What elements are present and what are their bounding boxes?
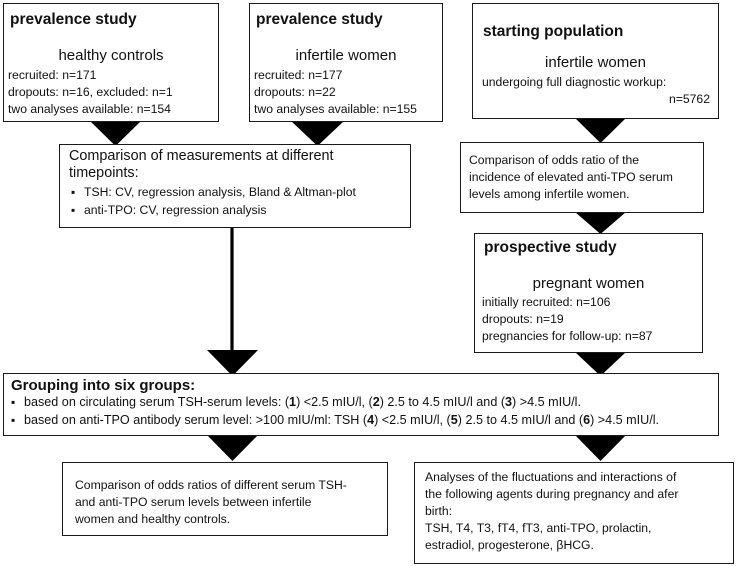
bottom-right-line-5: estradiol, progesterone, βHCG. bbox=[425, 538, 594, 552]
prospective-subtitle: pregnant women bbox=[532, 275, 645, 292]
box-prospective-study: prospective study pregnant women initial… bbox=[474, 233, 703, 353]
prospective-line-dropouts: dropouts: n=19 bbox=[482, 312, 564, 326]
box3-title: starting population bbox=[483, 23, 624, 40]
odds-line-2: incidence of elevated anti-TPO serum bbox=[469, 170, 673, 184]
group-1-number: 1 bbox=[289, 395, 297, 409]
prospective-line-followup: pregnancies for follow-up: n=87 bbox=[482, 329, 653, 343]
grouping-b2-t3: ) >4.5 mIU/l. bbox=[590, 413, 660, 427]
group-5-number: 5 bbox=[450, 413, 458, 427]
box-prevalence-healthy-controls: prevalence study healthy controls recrui… bbox=[3, 3, 219, 122]
box-odds-ratio-incidence: Comparison of odds ratio of the incidenc… bbox=[460, 142, 704, 213]
grouping-bullet-antitpo-levels: based on anti-TPO antibody serum level: … bbox=[11, 413, 660, 427]
bottom-left-line-1: Comparison of odds ratios of different s… bbox=[75, 478, 347, 492]
arrow-prospective-to-grouping bbox=[575, 352, 626, 376]
arrow-box2-to-comparison bbox=[291, 121, 344, 146]
bottom-right-line-4: TSH, T4, T3, fT4, fT3, anti-TPO, prolact… bbox=[425, 521, 652, 535]
box-analyses-fluctuations: Analyses of the fluctuations and interac… bbox=[414, 462, 734, 564]
box1-subtitle: healthy controls bbox=[58, 47, 164, 64]
arrow-grouping-to-bottom-right bbox=[575, 435, 626, 461]
grouping-b1-t3: ) >4.5 mIU/l. bbox=[512, 395, 581, 409]
box3-line-workup: undergoing full diagnostic workup: bbox=[482, 75, 667, 89]
group-2-number: 2 bbox=[372, 395, 380, 409]
box3-subtitle: infertile women bbox=[545, 54, 646, 71]
arrow-grouping-to-bottom-left bbox=[207, 435, 258, 461]
box-grouping-six-groups: Grouping into six groups: based on circu… bbox=[3, 373, 719, 436]
box2-line-recruited: recruited: n=177 bbox=[254, 68, 343, 82]
grouping-b2-t2: ) 2.5 to 4.5 mIU/l and ( bbox=[457, 413, 584, 427]
box2-line-available: two analyses available: n=155 bbox=[254, 102, 417, 116]
comparison-bullet-tsh: TSH: CV, regression analysis, Bland & Al… bbox=[71, 185, 356, 199]
box1-line-available: two analyses available: n=154 bbox=[8, 102, 171, 116]
arrow-box1-to-comparison bbox=[90, 121, 141, 146]
grouping-b1-t2: ) 2.5 to 4.5 mIU/l and ( bbox=[379, 395, 506, 409]
comparison-bullet-antitpo: anti-TPO: CV, regression analysis bbox=[71, 203, 266, 217]
arrow-comparison-to-grouping bbox=[207, 350, 258, 376]
box-comparison-odds-ratios: Comparison of odds ratios of different s… bbox=[62, 462, 388, 536]
bottom-left-line-2: and anti-TPO serum levels between infert… bbox=[75, 495, 312, 509]
box2-subtitle: infertile women bbox=[295, 47, 397, 64]
bottom-right-line-3: birth: bbox=[425, 504, 453, 518]
bottom-right-line-1: Analyses of the fluctuations and interac… bbox=[425, 470, 677, 484]
group-6-number: 6 bbox=[583, 413, 591, 427]
box1-title: prevalence study bbox=[10, 11, 137, 28]
prospective-line-recruited: initially recruited: n=106 bbox=[482, 295, 611, 309]
box-comparison-measurements: Comparison of measurements at different … bbox=[59, 144, 411, 228]
prospective-title: prospective study bbox=[484, 239, 617, 256]
grouping-b2-t1: ) <2.5 mIU/l, ( bbox=[374, 413, 451, 427]
group-3-number: 3 bbox=[505, 395, 513, 409]
box1-line-dropouts: dropouts: n=16, excluded: n=1 bbox=[8, 85, 173, 99]
bottom-left-line-3: women and healthy controls. bbox=[75, 512, 231, 526]
box2-title: prevalence study bbox=[256, 11, 383, 28]
box1-line-recruited: recruited: n=171 bbox=[8, 68, 97, 82]
group-4-number: 4 bbox=[367, 413, 375, 427]
grouping-b1-t1: ) <2.5 mIU/l, ( bbox=[296, 395, 373, 409]
grouping-bullet-tsh-levels: based on circulating serum TSH-serum lev… bbox=[11, 395, 581, 409]
grouping-b1-pre: based on circulating serum TSH-serum lev… bbox=[24, 395, 290, 409]
comparison-title-line1: Comparison of measurements at different bbox=[69, 148, 334, 164]
odds-line-1: Comparison of odds ratio of the bbox=[469, 153, 640, 167]
bottom-right-line-2: the following agents during pregnancy an… bbox=[425, 487, 679, 501]
box2-line-dropouts: dropouts: n=22 bbox=[254, 85, 336, 99]
box-starting-population: starting population infertile women unde… bbox=[472, 3, 719, 119]
arrow-odds-to-prospective bbox=[575, 212, 626, 234]
grouping-title: Grouping into six groups: bbox=[11, 377, 196, 394]
comparison-title-line2: timepoints: bbox=[69, 165, 139, 181]
grouping-b2-pre: based on anti-TPO antibody serum level: … bbox=[24, 413, 368, 427]
arrow-box3-to-odds bbox=[575, 118, 626, 143]
box3-line-count: n=5762 bbox=[668, 92, 710, 106]
odds-line-3: levels among infertile women. bbox=[469, 187, 630, 201]
box-prevalence-infertile-women: prevalence study infertile women recruit… bbox=[249, 3, 443, 122]
